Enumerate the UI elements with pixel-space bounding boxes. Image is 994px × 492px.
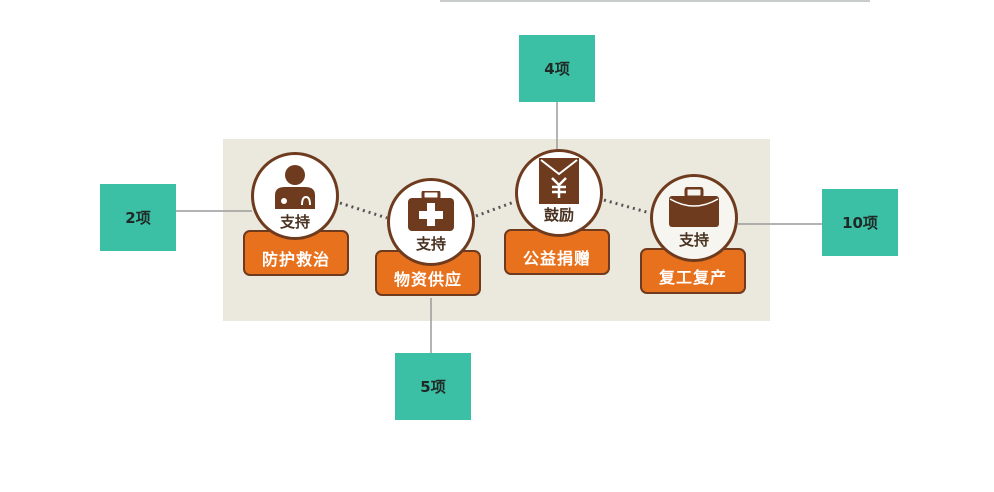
circle-donation: 鼓励 <box>515 149 603 237</box>
circle-supply: 支持 <box>387 178 475 266</box>
circle-protection: 支持 <box>251 152 339 240</box>
circle-caption: 支持 <box>279 213 310 231</box>
count-badge-left: 2项 <box>100 184 176 251</box>
red-envelope-yuan-icon <box>539 158 579 204</box>
label-protection-treatment: 防护救治 <box>243 230 349 276</box>
top-divider <box>440 0 870 2</box>
circle-resume-work: 支持 <box>650 174 738 262</box>
count-badge-bottom: 5项 <box>395 353 471 420</box>
dotted-link-3 <box>603 198 651 215</box>
dotted-link-2 <box>475 200 515 218</box>
briefcase-icon <box>669 187 719 227</box>
circle-caption: 鼓励 <box>543 206 574 224</box>
dotted-link-1 <box>339 201 388 220</box>
circle-caption: 支持 <box>678 231 709 249</box>
circle-caption: 支持 <box>415 235 446 253</box>
count-badge-top: 4项 <box>519 35 595 102</box>
doctor-icon <box>275 165 315 209</box>
count-badge-right: 10项 <box>822 189 898 256</box>
medical-kit-icon <box>408 191 454 231</box>
